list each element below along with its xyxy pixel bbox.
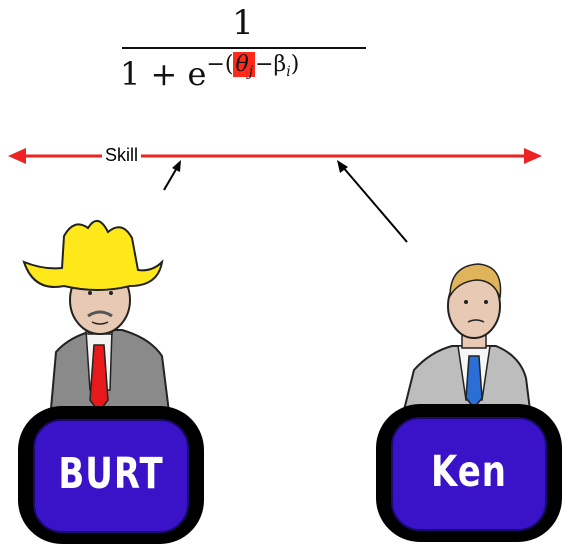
skill-axis [8,148,542,164]
exponent-suffix: ) [290,52,300,77]
theta-subscript: j [248,64,254,80]
skill-axis-label: Skill [102,144,142,166]
exponent-mid: −β [255,52,287,77]
formula-denominator: 1 + e−(θj−βi) [120,52,299,99]
burt-name-label: BURT [58,449,164,499]
ken-figure [402,263,532,411]
axis-left-arrowhead-icon [8,148,26,164]
axis-right-arrowhead-icon [524,148,542,164]
ken-pointer-arrow [337,160,408,243]
denominator-base: 1 + e [120,55,207,93]
burt-pointer-arrow [163,160,181,191]
ken-podium [376,404,562,542]
theta-highlight: θj [233,52,256,80]
formula-numerator: 1 [232,3,254,43]
burt-figure [22,220,172,421]
beta-subscript: i [286,64,291,80]
burt-podium [18,406,204,544]
fraction-bar [122,47,366,49]
exponent-prefix: −( [206,52,234,77]
ken-name-label: Ken [430,447,507,497]
ken-tie [465,355,483,410]
burt-tie [89,344,109,414]
cowboy-hat-icon [22,220,164,291]
exponent: −(θj−βi) [206,52,300,80]
theta-symbol: θ [235,52,249,77]
irt-formula: 1 1 + e−(θj−βi) [118,0,368,100]
